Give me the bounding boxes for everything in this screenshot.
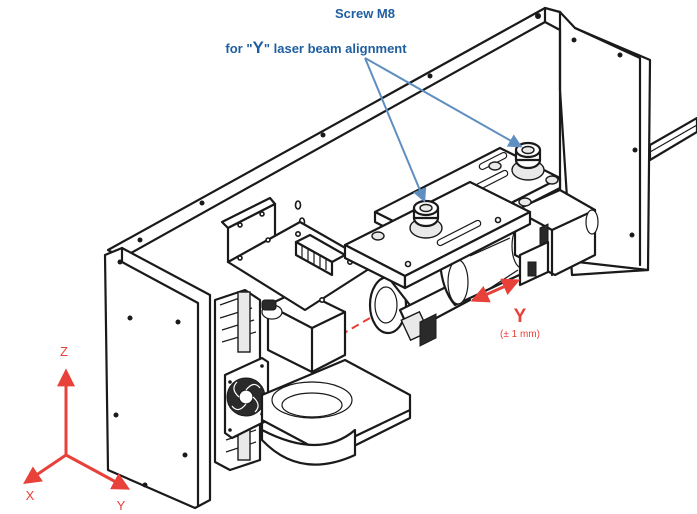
base-block [260,358,412,466]
callout-line-2: for "Y" laser beam alignment [225,38,407,57]
x-axis-label: X [26,488,35,503]
y-axis-adjust-label: Y [514,306,527,327]
left-side-panel [103,246,212,510]
coordinate-axes: Z X Y [23,344,131,513]
m8-screw-front [409,199,443,239]
laser-housing [261,288,347,374]
frame-rivets [137,13,638,243]
screw-callout-label: Screw M8 for "Y" laser beam alignment [225,6,407,57]
y-axis-label: Y [117,498,126,513]
z-axis-label: Z [60,344,68,359]
right-motor-block [513,188,599,287]
y-axis-arrow [65,453,131,490]
callout-line-1: Screw M8 [335,6,395,21]
bracket-plate [220,196,377,312]
m8-screw-rear [511,141,545,181]
x-axis-arrow [23,453,67,485]
exit-tube [648,116,697,162]
y-adjustment-indicator: Y (± 1 mm) [470,278,540,340]
callout-leaders [364,57,523,203]
y-tolerance-label: (± 1 mm) [500,329,540,340]
